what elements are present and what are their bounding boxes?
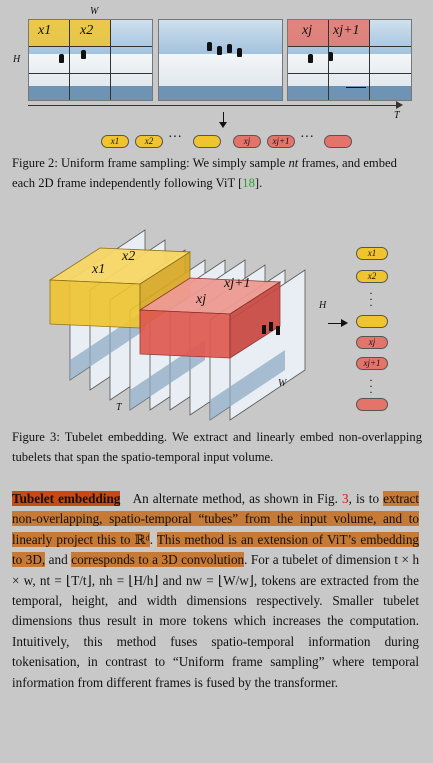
fig2-time-arrowhead — [396, 101, 403, 109]
fig2-frame-3: xj xj+1 — [287, 19, 412, 101]
fig2-h-label: H — [13, 54, 21, 65]
fig2-frame-2 — [158, 19, 283, 101]
fig2-frame-1: x1 x2 — [28, 19, 153, 101]
fig2-token-red — [324, 135, 352, 148]
fig3-right-arrow — [328, 323, 342, 324]
fig2-token-xj1: xj+1 — [267, 135, 295, 148]
fig3-caption: Figure 3: Tubelet embedding. We extract … — [12, 430, 422, 464]
fig2-xj: xj — [302, 23, 313, 38]
fig2-yellow-patches — [29, 20, 111, 46]
fig2-w-label: W — [90, 6, 99, 17]
fig2-token-x1: x1 — [101, 135, 129, 148]
fig3-token-x1: x1 — [356, 247, 388, 260]
citation-18[interactable]: 18 — [242, 176, 255, 190]
fig3-w-label: W — [278, 378, 287, 389]
fig3-xj1: xj+1 — [224, 276, 251, 291]
fig3-x1: x1 — [92, 262, 106, 277]
fig2-token-xj: xj — [233, 135, 261, 148]
figure-reference[interactable]: 3 — [341, 491, 349, 506]
fig3-t-label: T — [116, 402, 122, 413]
fig3-token-xj: xj — [356, 336, 388, 349]
section-heading: Tubelet embedding — [12, 491, 121, 506]
fig2-down-arrow — [223, 112, 224, 124]
fig3-token-x2: x2 — [356, 270, 388, 283]
fig2-t-label: T — [394, 110, 400, 121]
fig2-caption: Figure 2: Uniform frame sampling: We sim… — [12, 156, 397, 190]
fig3-h-label: H — [319, 300, 327, 311]
fig2-red-patches — [288, 20, 370, 46]
fig3-token-xj1: xj+1 — [356, 357, 388, 370]
fig3-token-red — [356, 398, 388, 411]
fig3-xj: xj — [196, 292, 207, 307]
fig3-vdots-1: ··· — [369, 286, 373, 312]
fig2-x2: x2 — [80, 23, 94, 38]
fig3-tubelet-diagram — [48, 229, 306, 421]
fig3-token-yellow — [356, 315, 388, 328]
fig2-x1: x1 — [38, 23, 52, 38]
fig2-token-x2: x2 — [135, 135, 163, 148]
fig2-xj1: xj+1 — [333, 23, 360, 38]
fig2-time-axis — [28, 105, 398, 106]
fig2-token-yellow — [193, 135, 221, 148]
fig2-ellipsis-1: ··· — [168, 130, 182, 145]
fig2-ellipsis-2: ··· — [300, 130, 314, 145]
tubelet-paragraph: Tubelet embedding An alternate method, a… — [12, 491, 420, 690]
fig3-x2: x2 — [122, 249, 136, 264]
fig3-vdots-2: ··· — [369, 373, 373, 399]
highlight-convolution: corresponds to a 3D convolution — [71, 552, 245, 568]
